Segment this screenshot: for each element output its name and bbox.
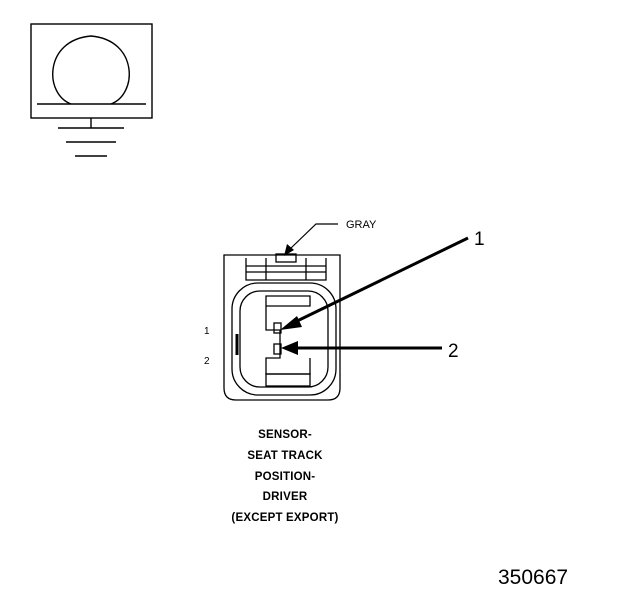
color-callout-label: GRAY bbox=[346, 219, 377, 231]
callout-1-arrow-shaft bbox=[292, 236, 469, 325]
connector-housing bbox=[223, 254, 341, 401]
caption-line-1: SENSOR- bbox=[258, 429, 312, 441]
connector-latch bbox=[245, 258, 327, 281]
omega-loop bbox=[52, 35, 130, 105]
cavity-1-label: 1 bbox=[204, 326, 210, 337]
caption-line-3: POSITION- bbox=[254, 471, 316, 483]
connector-drawing bbox=[223, 253, 341, 401]
gray-callout-leader bbox=[289, 223, 338, 250]
callout-2-label: 2 bbox=[448, 341, 459, 362]
cavity-2-label: 2 bbox=[204, 356, 210, 367]
caption-line-5: (EXCEPT EXPORT) bbox=[231, 512, 339, 524]
callout-1-label: 1 bbox=[474, 229, 485, 250]
pin-2 bbox=[273, 343, 282, 355]
omega-ground-sensor-icon bbox=[30, 23, 153, 157]
caption-line-4: DRIVER bbox=[262, 491, 308, 503]
connector-inner-outer bbox=[231, 282, 337, 396]
terminal-bottom-slot bbox=[265, 373, 311, 387]
terminal-cavity bbox=[265, 295, 311, 375]
figure-number: 350667 bbox=[498, 566, 569, 589]
pin-1 bbox=[273, 322, 282, 334]
callout-2-arrowhead bbox=[281, 341, 298, 355]
callout-1-arrowhead bbox=[280, 316, 302, 330]
gray-callout-arrowhead bbox=[284, 244, 294, 256]
caption-line-2: SEAT TRACK bbox=[247, 450, 323, 462]
connector-inner-body bbox=[239, 290, 329, 388]
